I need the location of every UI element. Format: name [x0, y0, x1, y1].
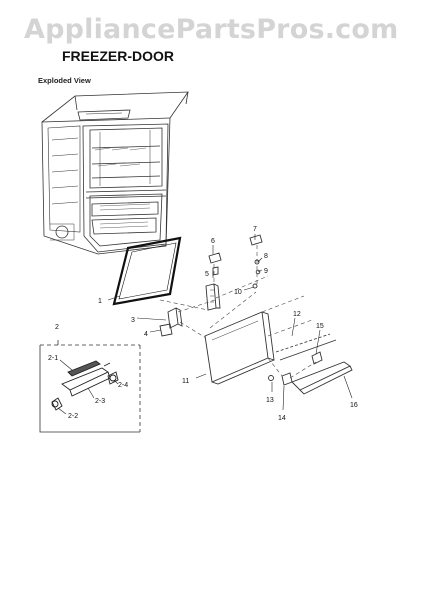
callout-13: 13 [266, 397, 274, 404]
part-upper-hinge [205, 252, 222, 311]
callout-6: 6 [211, 238, 215, 245]
part-rail-bracket [275, 333, 337, 361]
callout-5: 5 [205, 271, 209, 278]
callout-1: 1 [98, 298, 102, 305]
exploded-view-label: Exploded View [38, 76, 91, 85]
callout-7: 7 [253, 226, 257, 233]
callout-2-3: 2-3 [95, 398, 105, 405]
watermark-text: AppliancePartsPros.com [24, 14, 399, 45]
callout-2-2: 2-2 [68, 413, 78, 420]
kit-bracket [39, 340, 141, 433]
part-dispenser-bar [61, 360, 111, 397]
part-small-pieces [268, 351, 323, 386]
assembly-lines [159, 245, 317, 379]
callout-16: 16 [350, 402, 358, 409]
part-door-panel [204, 311, 275, 385]
callout-labels: 1 2 2-1 2-2 2-3 2-4 3 4 5 6 7 8 9 10 11 … [48, 226, 358, 422]
leader-lines [57, 234, 353, 415]
refrigerator-cabinet [41, 91, 189, 255]
callout-11: 11 [182, 378, 189, 385]
part-hinge-cover [249, 234, 263, 289]
part-gasket [112, 236, 182, 306]
callout-2: 2 [55, 324, 59, 331]
callout-14: 14 [278, 415, 286, 422]
part-kit-clips [51, 371, 119, 411]
callout-8: 8 [264, 253, 268, 260]
callout-10: 10 [234, 289, 242, 296]
page-title: FREEZER-DOOR [62, 48, 174, 64]
callout-15: 15 [316, 323, 324, 330]
callout-2-4: 2-4 [118, 382, 128, 389]
callout-2-1: 2-1 [48, 355, 58, 362]
part-door-handle [291, 361, 353, 395]
part-lower-hinge [159, 307, 183, 337]
callout-4: 4 [144, 331, 148, 338]
callout-9: 9 [264, 268, 268, 275]
callout-3: 3 [131, 317, 135, 324]
callout-12: 12 [293, 311, 301, 318]
